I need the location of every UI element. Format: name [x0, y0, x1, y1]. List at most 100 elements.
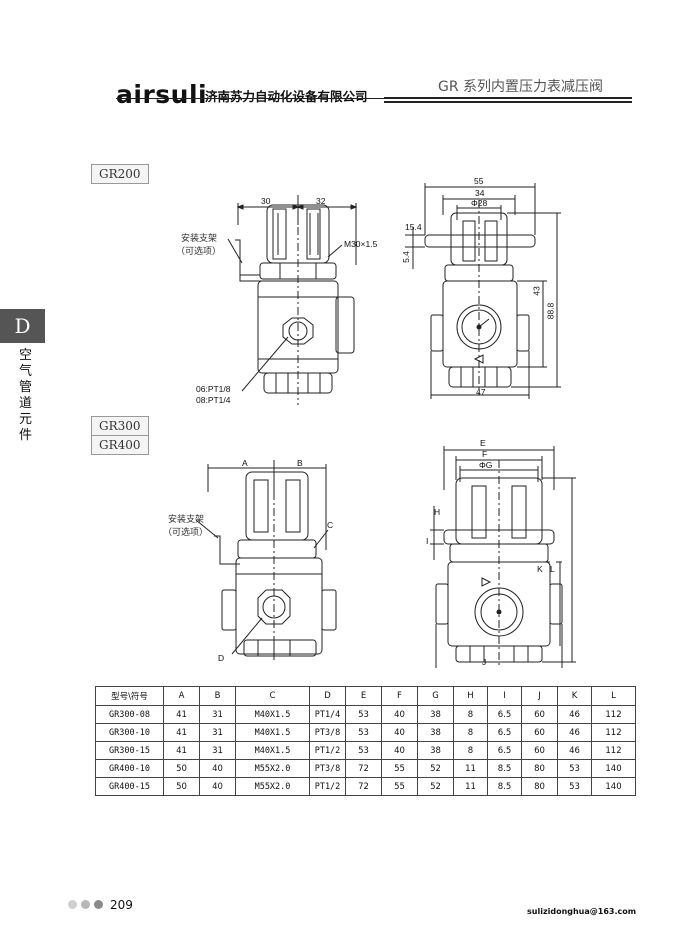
cell: PT3/8 [309, 723, 346, 742]
header-rule [116, 98, 632, 99]
gr300-label: GR300 [91, 416, 149, 436]
cell: PT1/2 [309, 741, 346, 760]
header-c: C [235, 686, 310, 706]
cell: 8.5 [487, 759, 522, 778]
page-number: 209 [110, 898, 133, 912]
header-d: D [309, 686, 346, 706]
footer-dot-2 [81, 900, 90, 909]
cell: M55X2.0 [235, 759, 310, 778]
gr300-front-drawing [430, 446, 576, 668]
cell: 60 [521, 723, 558, 742]
cell: 8 [453, 705, 488, 724]
cell: 11 [453, 777, 488, 796]
dim-30: 30 [261, 196, 271, 206]
cell: GR300-10 [95, 723, 164, 742]
cell: 40 [381, 723, 418, 742]
sidebar-section-letter: D [0, 309, 45, 343]
gr200-side-drawing [227, 195, 358, 405]
cell: 72 [345, 759, 382, 778]
cell: 80 [521, 759, 558, 778]
cell: 112 [591, 723, 636, 742]
cell: 6.5 [487, 705, 522, 724]
gr200-bracket-label: 安装支架 [181, 234, 218, 244]
cell: PT1/4 [309, 705, 346, 724]
cell: 50 [163, 759, 200, 778]
brand-logo: airsuli [116, 80, 208, 109]
sidebar-category: 空气管道元件 [19, 348, 33, 443]
dim-32: 32 [316, 196, 326, 206]
cell: M40X1.5 [235, 723, 310, 742]
cell: 80 [521, 777, 558, 796]
cell: 46 [557, 705, 592, 724]
cell: 72 [345, 777, 382, 796]
cell: 11 [453, 759, 488, 778]
dim-phig: ΦG [479, 460, 493, 470]
cell: 41 [163, 741, 200, 760]
dim-j: J [482, 657, 487, 667]
cell: 60 [521, 705, 558, 724]
table-header-row: 型号\符号 A B C D E F G H I J K L [95, 686, 636, 706]
header-i: I [487, 686, 522, 706]
cell: 6.5 [487, 741, 522, 760]
cell: 8 [453, 741, 488, 760]
dim-15-4: 15.4 [405, 222, 422, 232]
cell: 50 [163, 777, 200, 796]
dim-l: L [550, 564, 555, 574]
footer-dot-3 [94, 900, 103, 909]
gr300-side-drawing [195, 460, 337, 660]
table-row: GR300-10 41 31 M40X1.5 PT3/8 53 40 38 8 … [95, 723, 636, 742]
cell: 41 [163, 705, 200, 724]
cell: 60 [521, 741, 558, 760]
contact-email: sulizidonghua@163.com [527, 907, 637, 916]
table-row: GR400-15 50 40 M55X2.0 PT1/2 72 55 52 11… [95, 777, 636, 796]
table-row: GR300-08 41 31 M40X1.5 PT1/4 53 40 38 8 … [95, 705, 636, 724]
dim-47: 47 [476, 387, 486, 397]
header-rule-upper [384, 97, 632, 98]
cell: 112 [591, 741, 636, 760]
cell: GR400-15 [95, 777, 164, 796]
dim-43: 43 [531, 286, 542, 296]
cell: 140 [591, 777, 636, 796]
cell: GR300-08 [95, 705, 164, 724]
gr300-bracket-label: 安装支架 [168, 515, 205, 525]
cell: M40X1.5 [235, 741, 310, 760]
header-model: 型号\符号 [95, 686, 164, 706]
gr200-front-drawing [405, 183, 561, 399]
cell: 40 [381, 741, 418, 760]
dim-k: K [537, 564, 543, 574]
header-k: K [557, 686, 592, 706]
port-size-1: 06:PT1/8 [196, 384, 231, 394]
cell: 112 [591, 705, 636, 724]
cell: 52 [417, 759, 454, 778]
table-row: GR400-10 50 40 M55X2.0 PT3/8 72 55 52 11… [95, 759, 636, 778]
cell: 38 [417, 705, 454, 724]
cell: PT3/8 [309, 759, 346, 778]
header-b: B [199, 686, 236, 706]
cell: 53 [345, 723, 382, 742]
header-h: H [453, 686, 488, 706]
cell: 40 [381, 705, 418, 724]
series-title: GR 系列内置压力表减压阀 [438, 79, 604, 95]
cell: 53 [345, 741, 382, 760]
cell: 31 [199, 741, 236, 760]
dim-d: D [218, 653, 225, 663]
cell: GR300-15 [95, 741, 164, 760]
dim-55: 55 [474, 176, 484, 186]
cell: 8.5 [487, 777, 522, 796]
cell: PT1/2 [309, 777, 346, 796]
dim-thread: M30×1.5 [344, 239, 378, 249]
header-f: F [381, 686, 418, 706]
cell: M40X1.5 [235, 705, 310, 724]
cell: 38 [417, 741, 454, 760]
header-l: L [591, 686, 636, 706]
cell: 31 [199, 705, 236, 724]
cell: GR400-10 [95, 759, 164, 778]
header-rule-thick [384, 101, 632, 103]
cell: 40 [199, 759, 236, 778]
cell: 6.5 [487, 723, 522, 742]
dim-c: C [327, 520, 334, 530]
cell: 55 [381, 759, 418, 778]
cell: 46 [557, 723, 592, 742]
header-a: A [163, 686, 200, 706]
dim-i: I [426, 536, 429, 546]
